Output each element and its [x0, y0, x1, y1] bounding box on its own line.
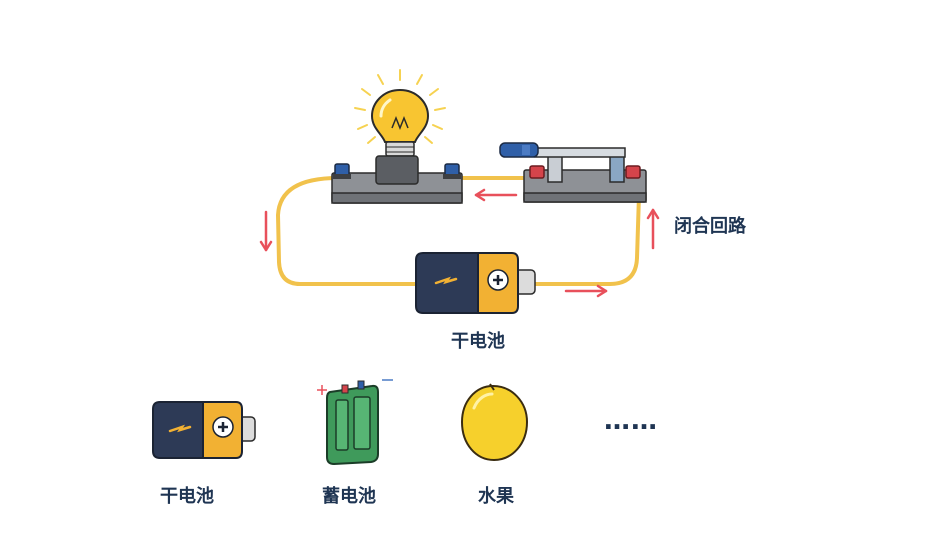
terminal-red-right [625, 165, 641, 179]
closed-loop-label: 闭合回路 [674, 216, 746, 237]
arrow-left-top [474, 188, 518, 202]
lamp-holder [331, 155, 463, 204]
lemon-icon [460, 383, 529, 462]
terminal-red-left [529, 165, 545, 179]
arrow-right-bottom [564, 284, 608, 298]
dry-battery-icon [152, 401, 256, 459]
arrow-down-left [259, 210, 273, 252]
arrow-up-right [646, 208, 660, 250]
more-ellipsis: …… [604, 406, 658, 436]
light-bulb-icon [354, 69, 446, 157]
terminal-blue-right [443, 163, 461, 179]
knife-switch-icon [499, 142, 647, 203]
main-battery-label: 干电池 [451, 331, 505, 352]
terminal-blue-left [333, 163, 351, 179]
dry-battery-label: 干电池 [160, 486, 214, 507]
current-arrows [259, 188, 660, 298]
storage-battery-label: 蓄电池 [322, 486, 376, 507]
storage-battery-icon [317, 379, 393, 466]
fruit-label: 水果 [478, 486, 514, 507]
main-battery-icon [415, 252, 536, 314]
